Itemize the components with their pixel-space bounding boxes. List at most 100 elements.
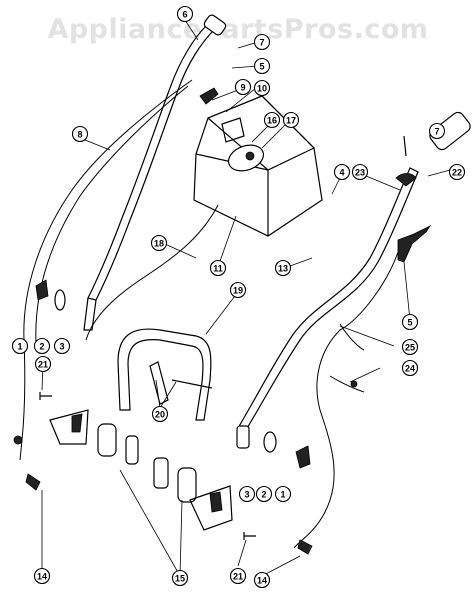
callout-label: 2	[261, 490, 266, 500]
callout-1: 1	[11, 337, 29, 355]
callout-label: 21	[38, 360, 48, 370]
small-hardware	[13, 135, 407, 555]
callout-circle	[71, 125, 89, 143]
callout-15: 15	[171, 569, 189, 587]
callout-label: 3	[244, 490, 249, 500]
callout-circle	[401, 313, 419, 331]
callout-circle	[33, 337, 51, 355]
callout-circle	[253, 33, 271, 51]
left-upper-handle	[83, 14, 227, 331]
callout-23: 23	[351, 163, 369, 181]
callout-5: 5	[401, 313, 419, 331]
callout-label: 1	[17, 342, 22, 352]
callout-circle	[53, 337, 71, 355]
callout-22: 22	[448, 163, 466, 181]
callout-label: 16	[267, 116, 277, 126]
callout-label: 8	[77, 130, 82, 140]
callout-label: 5	[259, 62, 264, 72]
control-panel-bracket	[193, 95, 323, 237]
callout-label: 17	[286, 116, 296, 126]
callout-circle	[150, 234, 168, 252]
callout-circle	[263, 111, 281, 129]
callout-label: 21	[233, 572, 243, 582]
callout-circle	[282, 111, 300, 129]
callout-circle	[274, 485, 292, 503]
callout-label: 22	[452, 168, 462, 178]
callout-19: 19	[229, 281, 247, 299]
callout-circle	[401, 338, 419, 356]
callout-label: 18	[154, 239, 164, 249]
watermark: AppliancePartsPros.com	[47, 14, 429, 45]
callout-circle	[33, 567, 51, 585]
callout-25: 25	[401, 338, 419, 356]
callout-circle	[151, 405, 169, 423]
callout-14: 14	[253, 571, 271, 589]
callout-circle	[171, 569, 189, 587]
callout-13: 13	[274, 259, 292, 277]
callout-label: 5	[407, 318, 412, 328]
callout-7: 7	[253, 33, 271, 51]
callout-24: 24	[401, 359, 419, 377]
callout-label: 7	[434, 127, 439, 137]
callout-circle	[229, 281, 247, 299]
callout-circle	[401, 359, 419, 377]
callout-2: 2	[33, 337, 51, 355]
callout-circle	[176, 5, 194, 23]
mounting-brackets	[49, 409, 233, 531]
callout-label: 3	[59, 342, 64, 352]
lower-u-bracket	[117, 328, 213, 421]
callout-18: 18	[150, 234, 168, 252]
callout-circle	[34, 355, 52, 373]
callout-label: 4	[339, 168, 344, 178]
callout-circle	[448, 163, 466, 181]
callout-circle	[253, 571, 271, 589]
right-upper-handle	[236, 111, 471, 449]
callout-circle	[351, 163, 369, 181]
callout-5: 5	[253, 57, 271, 75]
callout-label: 2	[39, 342, 44, 352]
callout-label: 14	[37, 572, 47, 582]
callout-circle	[333, 163, 351, 181]
callout-label: 20	[155, 410, 165, 420]
callout-label: 14	[257, 576, 267, 586]
callout-17: 17	[282, 111, 300, 129]
callout-4: 4	[333, 163, 351, 181]
callout-label: 25	[405, 343, 415, 353]
callout-circle	[234, 78, 252, 96]
control-cables	[19, 79, 401, 549]
callout-circle	[253, 79, 271, 97]
callout-8: 8	[71, 125, 89, 143]
callout-circle	[209, 259, 227, 277]
callout-16: 16	[263, 111, 281, 129]
callout-7: 7	[428, 122, 446, 140]
callout-20: 20	[151, 405, 169, 423]
callout-14: 14	[33, 567, 51, 585]
callout-label: 6	[182, 10, 187, 20]
callout-21: 21	[34, 355, 52, 373]
callout-label: 15	[175, 574, 185, 584]
callout-3: 3	[53, 337, 71, 355]
callout-circle	[11, 337, 29, 355]
callout-circle	[255, 485, 273, 503]
callout-2: 2	[255, 485, 273, 503]
callout-1: 1	[274, 485, 292, 503]
callout-circle	[253, 57, 271, 75]
callout-circle	[428, 122, 446, 140]
callout-9: 9	[234, 78, 252, 96]
control-levers	[199, 87, 432, 263]
callout-label: 1	[280, 490, 285, 500]
callout-label: 24	[405, 364, 415, 374]
callout-label: 10	[257, 84, 267, 94]
callout-circle	[238, 485, 256, 503]
callout-label: 23	[355, 168, 365, 178]
callout-circle	[229, 567, 247, 585]
callout-circle	[274, 259, 292, 277]
callout-label: 19	[233, 286, 243, 296]
callout-label: 7	[259, 38, 264, 48]
callout-6: 6	[176, 5, 194, 23]
callout-11: 11	[209, 259, 227, 277]
callout-label: 13	[278, 264, 288, 274]
handle-base-tubes	[97, 423, 197, 503]
